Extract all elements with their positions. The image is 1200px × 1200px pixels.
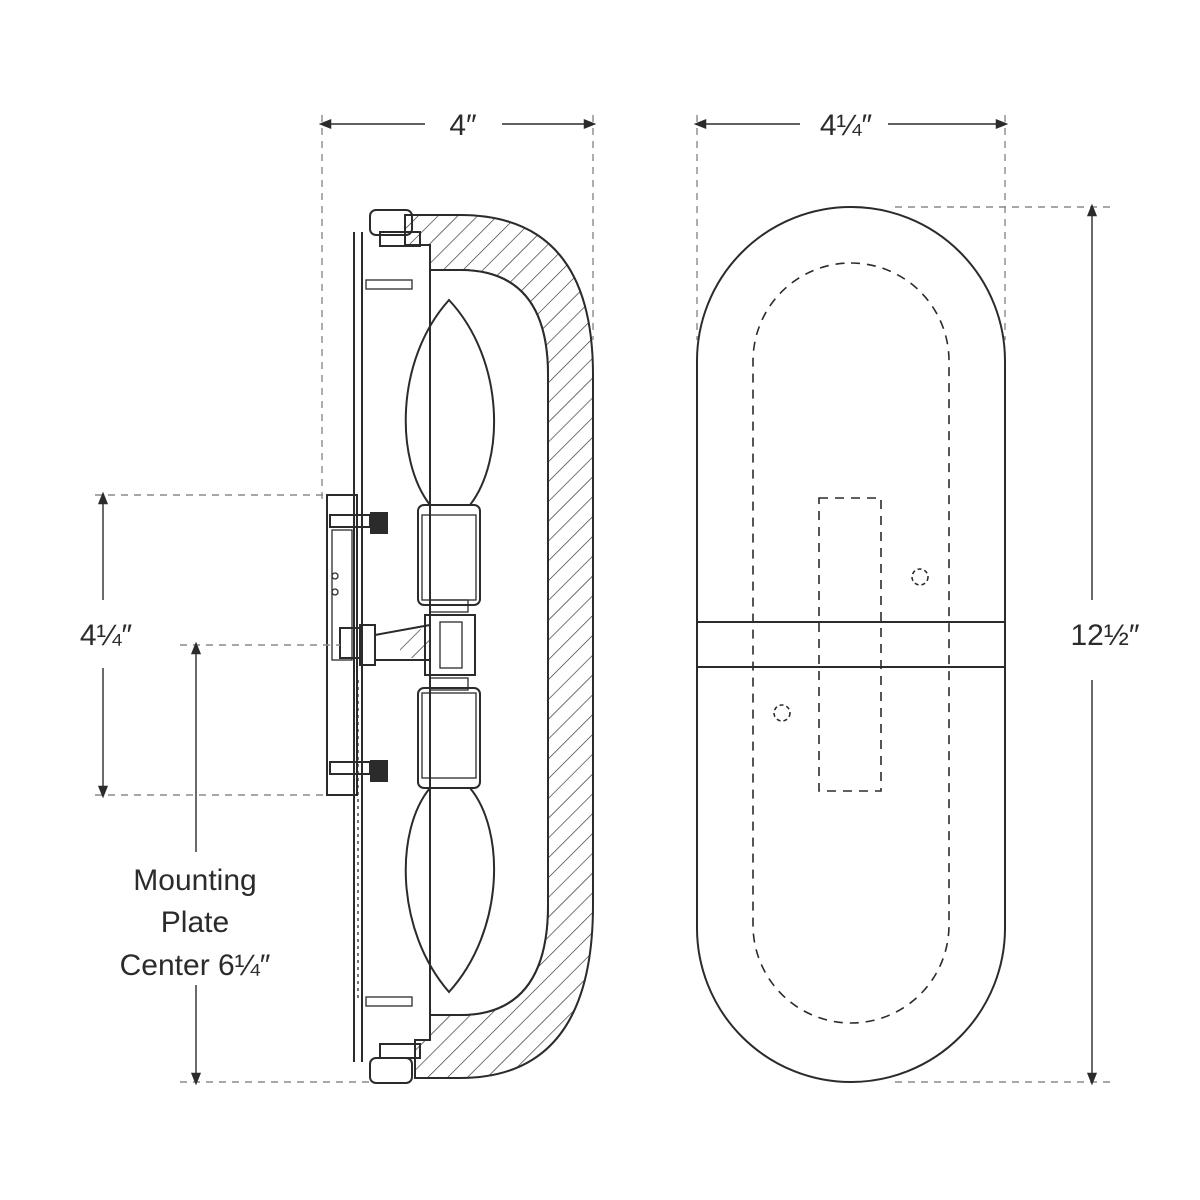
upper-socket-neck [429,599,469,613]
depth-dim-label: 4″ [449,109,477,142]
width-dim-label: 4¼″ [820,109,873,142]
front-view: 4¼″ 12½″ [693,109,1140,1086]
mounting-note-line3: Center 6¼″ [120,949,271,982]
front-shade-outline [696,206,1006,1083]
front-center-band [696,621,1006,668]
shade-interior [429,269,549,1016]
socket-coupler [424,614,476,676]
lower-socket-inner [421,692,477,779]
lower-socket-neck [429,677,469,691]
front-hidden-hole-lower [773,704,791,722]
center-arm-hatch [400,628,430,658]
lower-bulb [404,787,496,994]
lower-screw-knob [370,760,388,782]
upper-screw [329,514,371,528]
mounting-note-line2: Plate [161,906,229,939]
plate-hole-1 [331,572,339,580]
mounting-plate-slot [331,529,353,661]
plate-hole-2 [331,588,339,596]
front-shade-inner [752,262,950,1024]
front-hidden-hole-upper [911,568,929,586]
socket-coupler-inner [439,621,463,669]
top-cap [369,209,413,236]
bottom-tab [365,996,413,1007]
height-dim-label: 12½″ [1070,619,1139,652]
top-nut [379,231,421,247]
side-view: 4″ [80,109,597,1086]
plate-dim-label: 4¼″ [80,619,133,652]
center-arm [374,623,431,661]
front-hidden-plate [818,497,882,792]
top-tab [365,279,413,290]
upper-screw-knob [370,512,388,534]
bottom-cap [369,1057,413,1084]
lower-screw [329,761,371,775]
upper-bulb [404,298,496,506]
mounting-note-line1: Mounting [133,864,256,897]
